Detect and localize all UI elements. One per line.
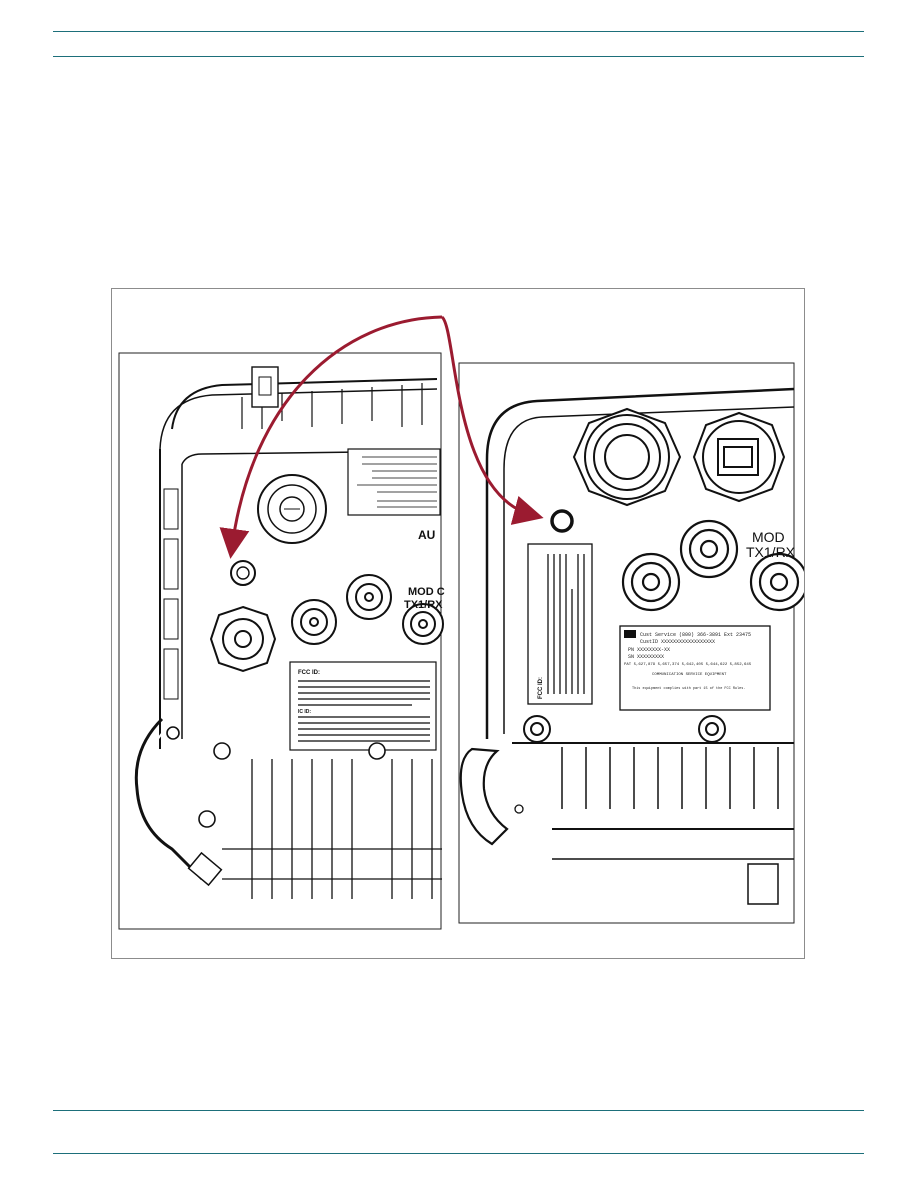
product-label-line-3: PN XXXXXXXX-XX [628,647,670,653]
right-port-label: TX1/RX [746,544,796,560]
product-label-line-1: Cust Service (800) 366-3891 Ext 23475 [640,632,751,638]
right-panel-drawing: MOD TX1/RX FCC ID: Cust Service (800) 36… [458,362,804,924]
product-label-line-7: This equipment complies with part 15 of … [632,686,745,691]
equipment-figure: AU MOD C TX1/RX FCC ID: IC ID: [111,288,805,959]
left-fcc-heading: FCC ID: [298,670,320,676]
equipment-illustration: AU MOD C TX1/RX FCC ID: IC ID: [118,315,804,930]
left-port-label: TX1/RX [404,599,443,611]
right-fcc-heading: FCC ID: [538,677,544,699]
callout-arrows [219,315,544,559]
product-label-line-5: PAT 5,627,879 5,657,374 5,642,405 5,644,… [624,663,752,667]
right-mod-label: MOD [752,529,785,545]
left-connector-label: AU [418,528,435,542]
left-ic-heading: IC ID: [298,709,311,715]
product-label-line-6: COMMUNICATION SERVICE EQUIPMENT [652,673,727,677]
header-rule-top [53,31,864,32]
product-label-line-2: CustID XXXXXXXXXXXXXXXXXX [640,639,715,645]
footer-rule-bottom [53,1153,864,1154]
left-panel-drawing: AU MOD C TX1/RX FCC ID: IC ID: [118,352,445,930]
logo-icon [624,630,636,638]
product-label-line-4: SN XXXXXXXXX [628,654,664,660]
header-rule-bottom [53,56,864,57]
footer-rule-top [53,1110,864,1111]
left-mod-label: MOD C [408,586,445,598]
